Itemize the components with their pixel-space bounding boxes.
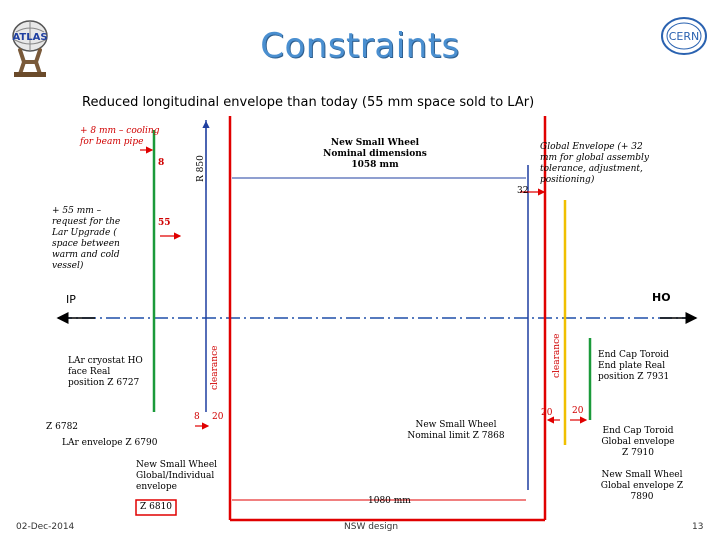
request-value: 55: [158, 218, 171, 228]
dim-1080-label: 1080 mm: [368, 496, 411, 506]
r850-label: R 850: [196, 155, 206, 182]
ip-label: IP: [66, 293, 76, 306]
lar-envelope-label: LAr envelope Z 6790: [62, 438, 158, 448]
value-20-b: 20: [572, 406, 584, 416]
page-title: Constraints: [260, 26, 460, 66]
ho-label: HO: [652, 291, 671, 304]
z6782-label: Z 6782: [46, 422, 79, 432]
subtitle: Reduced longitudinal envelope than today…: [82, 95, 535, 110]
clearance-right: clearance: [552, 333, 562, 378]
nsw-global-individual-label: New Small Wheel Global/Individual envelo…: [136, 460, 218, 492]
cern-logo: CERN: [658, 14, 710, 58]
cooling-value: 8: [158, 158, 165, 168]
z6810-box: [135, 499, 177, 516]
footer-center: NSW design: [344, 522, 399, 532]
footer-page-number: 13: [692, 522, 704, 532]
end-cap-toroid-plate-label: End Cap Toroid End plate Real position Z…: [598, 350, 670, 382]
nsw-global-envelope-label: New Small Wheel Global envelope Z 7890: [600, 470, 684, 502]
global-envelope-note: Global Envelope (+ 32 mm for global asse…: [540, 142, 649, 185]
clearance-left: clearance: [210, 345, 220, 390]
cooling-note: + 8 mm – cooling for beam pipe: [80, 126, 160, 147]
atlas-logo-text: ATLAS: [12, 32, 47, 43]
atlas-logo: ATLAS: [6, 14, 54, 78]
end-cap-toroid-global-label: End Cap Toroid Global envelope Z 7910: [601, 426, 675, 458]
nsw-nominal-dimensions: New Small Wheel Nominal dimensions 1058 …: [323, 138, 427, 170]
lar-request-note: + 55 mm – request for the Lar Upgrade ( …: [52, 206, 121, 271]
lar-cryostat-label: LAr cryostat HO face Real position Z 672…: [68, 356, 143, 388]
value-8-bottom: 8: [194, 412, 200, 422]
footer-date: 02-Dec-2014: [16, 522, 75, 532]
cern-logo-text: CERN: [669, 30, 700, 43]
value-20-a: 20: [541, 408, 553, 418]
nsw-nominal-limit-label: New Small Wheel Nominal limit Z 7868: [407, 420, 505, 441]
value-32: 32: [517, 186, 529, 196]
z6810-label: Z 6810: [140, 502, 173, 512]
value-20-left: 20: [212, 412, 224, 422]
